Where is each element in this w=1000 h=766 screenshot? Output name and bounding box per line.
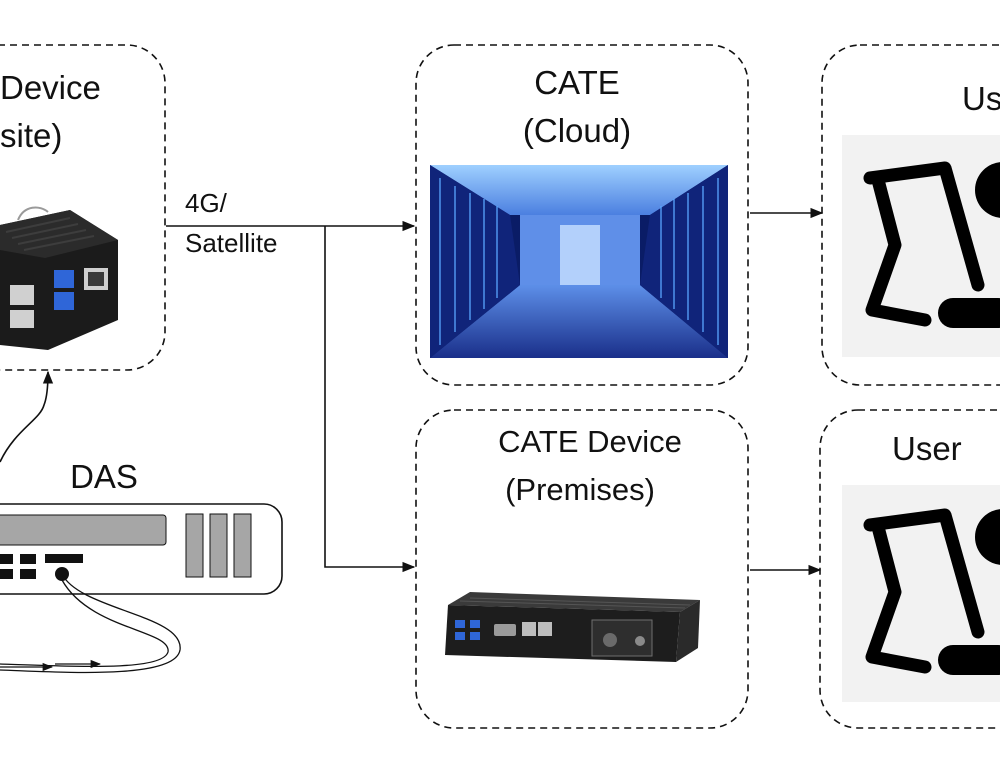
user-at-terminal-icon: [863, 161, 1000, 328]
user-top-box: Us: [821, 44, 1000, 386]
arrow-das-to-device: [0, 370, 54, 463]
user-bottom-title: User: [892, 430, 962, 467]
premises-title-line2: (Premises): [505, 472, 655, 507]
link-label-line2: Satellite: [185, 228, 278, 258]
user-top-title: Us: [962, 80, 1000, 117]
cloud-title-line1: CATE: [534, 64, 620, 101]
user-at-terminal-icon: [863, 508, 1000, 675]
cloud-box: CATE (Cloud): [415, 44, 749, 386]
cloud-title-line2: (Cloud): [523, 112, 631, 149]
industrial-pc-photo: [445, 592, 700, 662]
server-room-photo: [430, 165, 728, 358]
premises-box: CATE Device (Premises): [415, 409, 749, 729]
das-block: DAS: [0, 458, 283, 674]
edge-device-title-line2: site): [0, 117, 62, 154]
user-bottom-box: User: [819, 409, 1000, 729]
das-cable: [0, 573, 181, 674]
das-title: DAS: [70, 458, 138, 495]
arrow-to-premises: [324, 226, 416, 573]
mini-pc-photo: [0, 206, 118, 350]
premises-title-line1: CATE Device: [498, 424, 682, 459]
edge-device-title-line1: Device: [0, 69, 101, 106]
link-label-line1: 4G/: [185, 188, 228, 218]
edge-device-box: Device site): [0, 44, 166, 371]
connector-lines: [0, 207, 824, 576]
